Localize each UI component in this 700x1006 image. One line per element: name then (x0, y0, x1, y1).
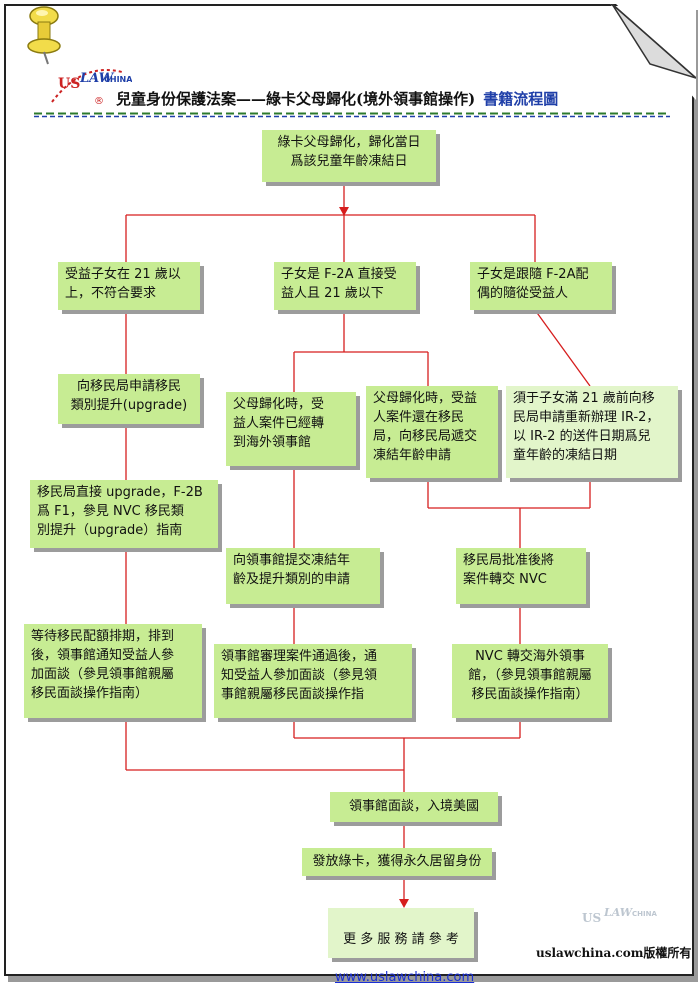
flow-case-at-uscis: 父母歸化時，受益 人案件還在移民 局，向移民局遞交 凍結年齡申請 (366, 386, 498, 478)
page-fold-decoration (610, 4, 696, 100)
flow-submit-consulate: 向領事館提交凍結年 齡及提升類別的申請 (226, 548, 380, 604)
logo-text-china: CHINA (104, 75, 132, 84)
flow-branch-f2a: 子女是 F-2A 直接受 益人且 21 歲以下 (274, 262, 416, 310)
page-title: 兒童身份保護法案——綠卡父母歸化(境外領事館操作) 書籍流程圖 (116, 88, 558, 109)
title-subtitle: 書籍流程圖 (483, 90, 559, 108)
logo-text-us: US (58, 76, 80, 92)
logo-registered: ® (94, 96, 104, 106)
flow-green-card: 發放綠卡，獲得永久居留身份 (302, 848, 492, 876)
more-info-label: 更 多 服 務 請 參 考 (343, 932, 459, 947)
watermark-logo: US LAW CHINA (582, 906, 657, 925)
flow-interview: 領事館面談，入境美國 (330, 792, 498, 822)
logo-text-law: LAW (79, 71, 115, 86)
watermark-china: CHINA (632, 910, 657, 918)
flow-wait-visa: 等待移民配額排期，排到 後，領事館通知受益人參 加面談（參見領事館親屬 移民面談… (24, 624, 202, 718)
flow-refile-ir2: 須于子女滿 21 歲前向移 民局申請重新辦理 IR-2， 以 IR-2 的送件日… (506, 386, 678, 478)
watermark-us: US (582, 911, 601, 925)
header-divider (34, 112, 670, 118)
flow-case-at-consulate: 父母歸化時，受 益人案件已經轉 到海外領事館 (226, 392, 356, 466)
watermark-law: LAW (603, 906, 634, 919)
website-link[interactable]: www.uslawchina.com (335, 970, 475, 985)
flow-more-info-box: 更 多 服 務 請 參 考 www.uslawchina.com (328, 908, 474, 985)
flow-upgrade-direct: 移民局直接 upgrade，F-2B 爲 F1，參見 NVC 移民類 別提升（u… (30, 480, 218, 548)
flow-upgrade-request: 向移民局申請移民 類別提升(upgrade) (58, 374, 200, 424)
copyright-text: uslawchina.com版權所有 (536, 946, 692, 960)
flow-consulate-review: 領事館審理案件通過後，通 知受益人參加面談（參見領 事館親屬移民面談操作指 (214, 644, 412, 718)
flow-nvc-transfer: NVC 轉交海外領事 館，（參見領事館親屬 移民面談操作指南） (452, 644, 608, 718)
flow-start-box: 綠卡父母歸化，歸化當日 爲該兒童年齡凍結日 (262, 130, 436, 182)
title-main: 兒童身份保護法案——綠卡父母歸化(境外領事館操作) (116, 90, 476, 108)
flow-branch-over21: 受益子女在 21 歲以 上，不符合要求 (58, 262, 200, 310)
flow-uscis-transfer: 移民局批准後將 案件轉交 NVC (456, 548, 586, 604)
uslawchina-logo: US LAW CHINA ® (27, 6, 132, 106)
flow-branch-derivative: 子女是跟隨 F-2A配 偶的隨從受益人 (470, 262, 612, 310)
